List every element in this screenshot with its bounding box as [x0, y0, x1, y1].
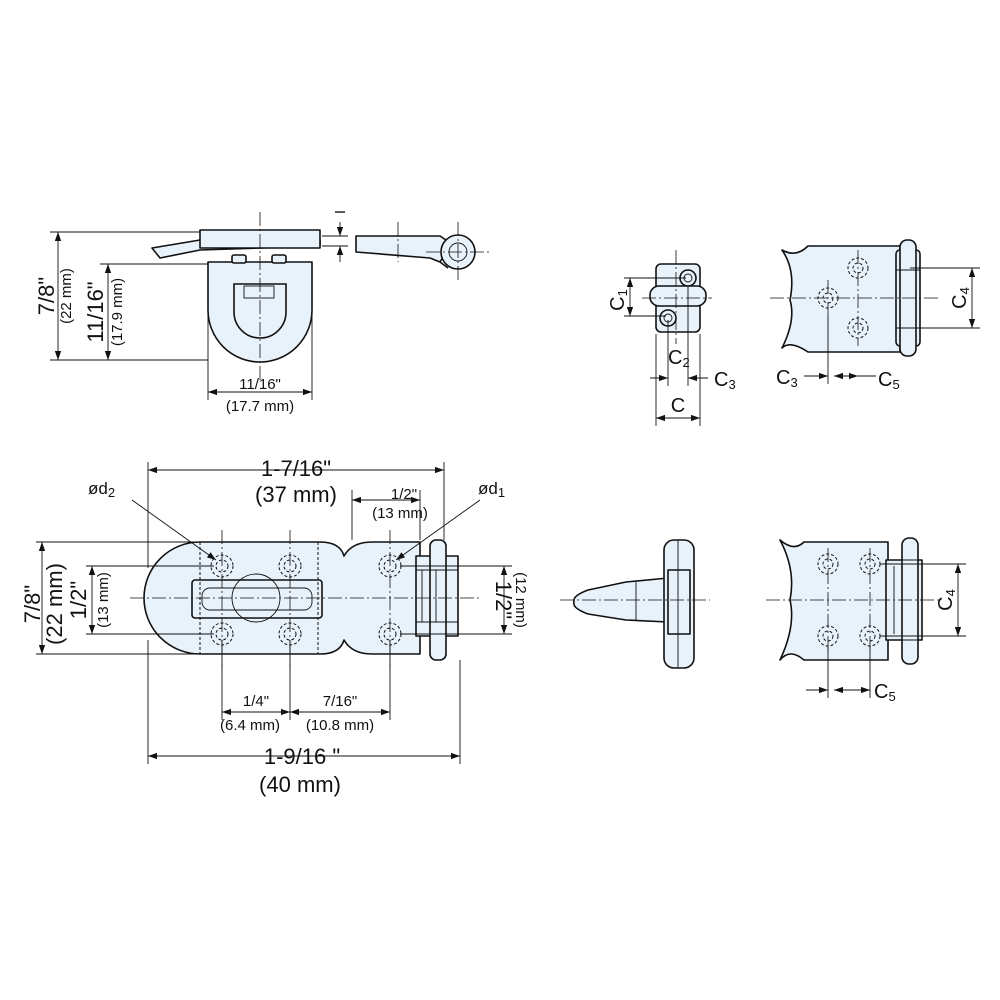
dim-label-top-height-mm: (22 mm)	[58, 268, 75, 324]
dim-label-hole-pitch-in: 1/4"	[243, 693, 269, 710]
staple-c2-label: C2	[668, 347, 690, 370]
staple-side-view	[560, 539, 710, 669]
hinge-top-c5-label: C5	[878, 369, 900, 392]
dim-label-overall-width-in: 1-7/16"	[261, 456, 331, 481]
dim-label-front-height-mm: (22 mm)	[42, 563, 67, 645]
dim-label-hinge-width-in: 1/2"	[391, 486, 417, 503]
dim-label-total-width-in: 1-9/16 "	[264, 744, 340, 769]
hole-d1-label: ød1	[478, 479, 505, 500]
hasp-slot	[191, 579, 323, 619]
staple-loop-inner	[233, 283, 287, 339]
hole-d2-label: ød2	[88, 479, 115, 500]
hinge-bottom-c5-label: C5	[874, 681, 896, 704]
staple-view: C1 C2 C3 C	[607, 250, 736, 426]
hinge-pin-top	[429, 539, 447, 661]
staple-c3-label: C3	[714, 369, 736, 392]
dim-label-overall-width-mm: (37 mm)	[255, 482, 337, 507]
staple-c1-label: C1	[607, 289, 630, 311]
dim-label-hinge-width-mm: (13 mm)	[372, 505, 428, 522]
dim-label-hinge-spacing-mm: (12 mm)	[512, 572, 529, 628]
dim-label-hole-pitch-mm: (6.4 mm)	[220, 717, 280, 734]
hinge-bottom-c4-label: C4	[935, 589, 958, 611]
dim-label-slot-height-mm: (13 mm)	[95, 572, 112, 628]
dim-label-total-width-mm: (40 mm)	[259, 772, 341, 797]
dim-label-top-width-mm: (17.7 mm)	[226, 398, 294, 415]
staple-arm	[572, 577, 669, 623]
hinge-top-c4-label: C4	[949, 287, 972, 309]
dim-label-slot-height-in: 1/2"	[66, 581, 91, 619]
hasp-plate-right	[355, 235, 447, 263]
dim-label-top-depth-in: 11/16"	[83, 281, 108, 342]
hinge-top-view: C4 C3 C5	[770, 239, 980, 392]
dim-label-top-width-in: 11/16"	[239, 376, 281, 393]
staple-c-label: C	[671, 395, 685, 417]
hasp-side-view: 7/8" (22 mm) 11/16" (17.9 mm) 11/16" (17…	[34, 210, 490, 415]
staple-loop-top	[649, 285, 707, 307]
hinge-top-c3-label: C3	[776, 367, 798, 390]
hinge-leaf-top	[781, 245, 901, 353]
dim-label-front-height-in: 7/8"	[20, 585, 45, 623]
hasp-front-view: 1-7/16" (37 mm) 1/2" (13 mm) ød2 ød1 7/8…	[20, 456, 529, 797]
dim-label-thickness: I	[332, 210, 349, 214]
dim-label-top-depth-mm: (17.9 mm)	[109, 278, 126, 346]
dim-label-hole-offset-in: 7/16"	[323, 693, 358, 710]
dim-label-hole-offset-mm: (10.8 mm)	[306, 717, 374, 734]
dim-label-top-height-in: 7/8"	[34, 277, 59, 315]
dim-label-hinge-spacing-in: 1/2"	[491, 581, 516, 619]
hinge-bottom-view: C4 C5	[766, 537, 966, 704]
